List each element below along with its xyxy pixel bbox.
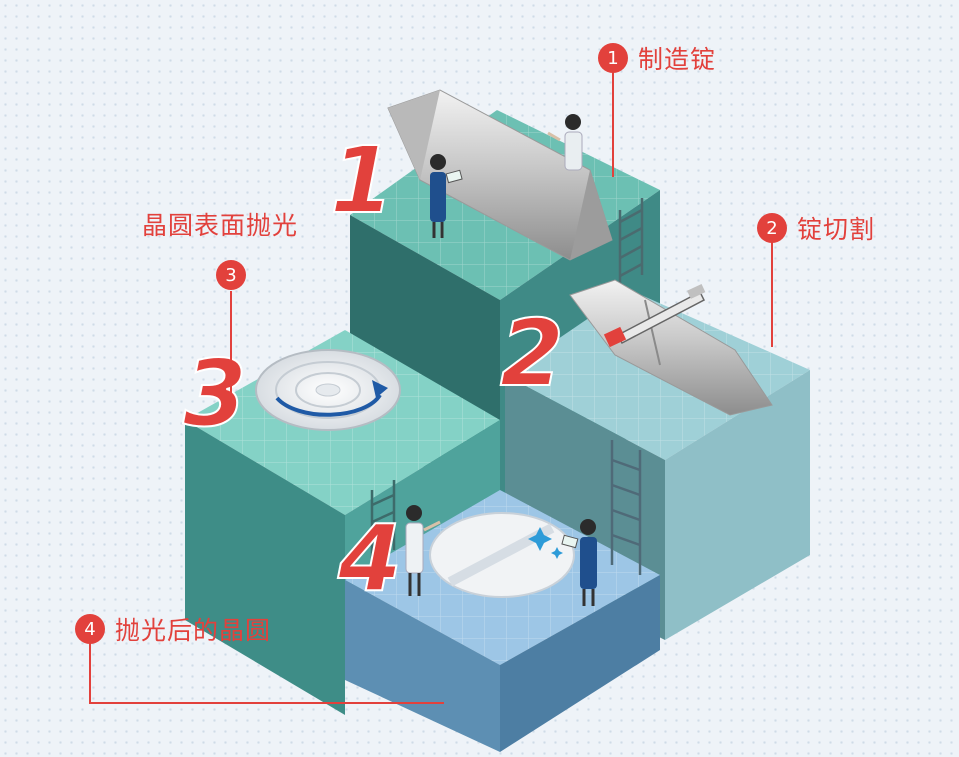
polishing-disc-icon bbox=[255, 349, 401, 431]
step-4-label: 抛光后的晶圆 bbox=[115, 616, 272, 645]
step-3-numeral: 3 bbox=[183, 340, 247, 447]
ingot-icon bbox=[387, 89, 613, 261]
sparkle-icon bbox=[528, 527, 563, 559]
ladder-icon bbox=[610, 440, 642, 575]
callout-step-2: 2 锭切割 bbox=[757, 210, 875, 246]
callout-step-3-badge: 3 bbox=[216, 260, 246, 290]
step-2-numeral: 2 bbox=[500, 300, 564, 407]
leader-line-4h bbox=[89, 702, 444, 704]
step-1-badge: 1 bbox=[598, 43, 628, 73]
step-2-badge: 2 bbox=[757, 213, 787, 243]
person-icon bbox=[405, 505, 441, 596]
callout-step-1: 1 制造锭 bbox=[598, 40, 716, 76]
step-3-badge: 3 bbox=[216, 260, 246, 290]
step-2-label: 锭切割 bbox=[797, 215, 876, 244]
person-icon bbox=[547, 114, 583, 171]
wafer-icon bbox=[429, 512, 575, 598]
step-4-badge: 4 bbox=[75, 614, 105, 644]
ladder-icon bbox=[618, 198, 644, 285]
person-icon bbox=[430, 154, 463, 238]
leader-line-4v bbox=[89, 640, 91, 703]
step-1-numeral: 1 bbox=[330, 127, 394, 234]
step-1-label: 制造锭 bbox=[638, 45, 717, 74]
leader-line-3 bbox=[230, 291, 232, 401]
saw-icon bbox=[569, 279, 773, 416]
step-4-numeral: 4 bbox=[337, 505, 402, 612]
callout-step-4: 4 抛光后的晶圆 bbox=[75, 611, 271, 647]
callout-step-3-label: 晶圆表面抛光 bbox=[142, 206, 298, 242]
leader-line-1 bbox=[612, 72, 614, 177]
ladder-icon bbox=[370, 480, 396, 560]
person-icon bbox=[561, 519, 597, 606]
step-3-label: 晶圆表面抛光 bbox=[142, 211, 299, 240]
leader-line-2 bbox=[771, 242, 773, 347]
